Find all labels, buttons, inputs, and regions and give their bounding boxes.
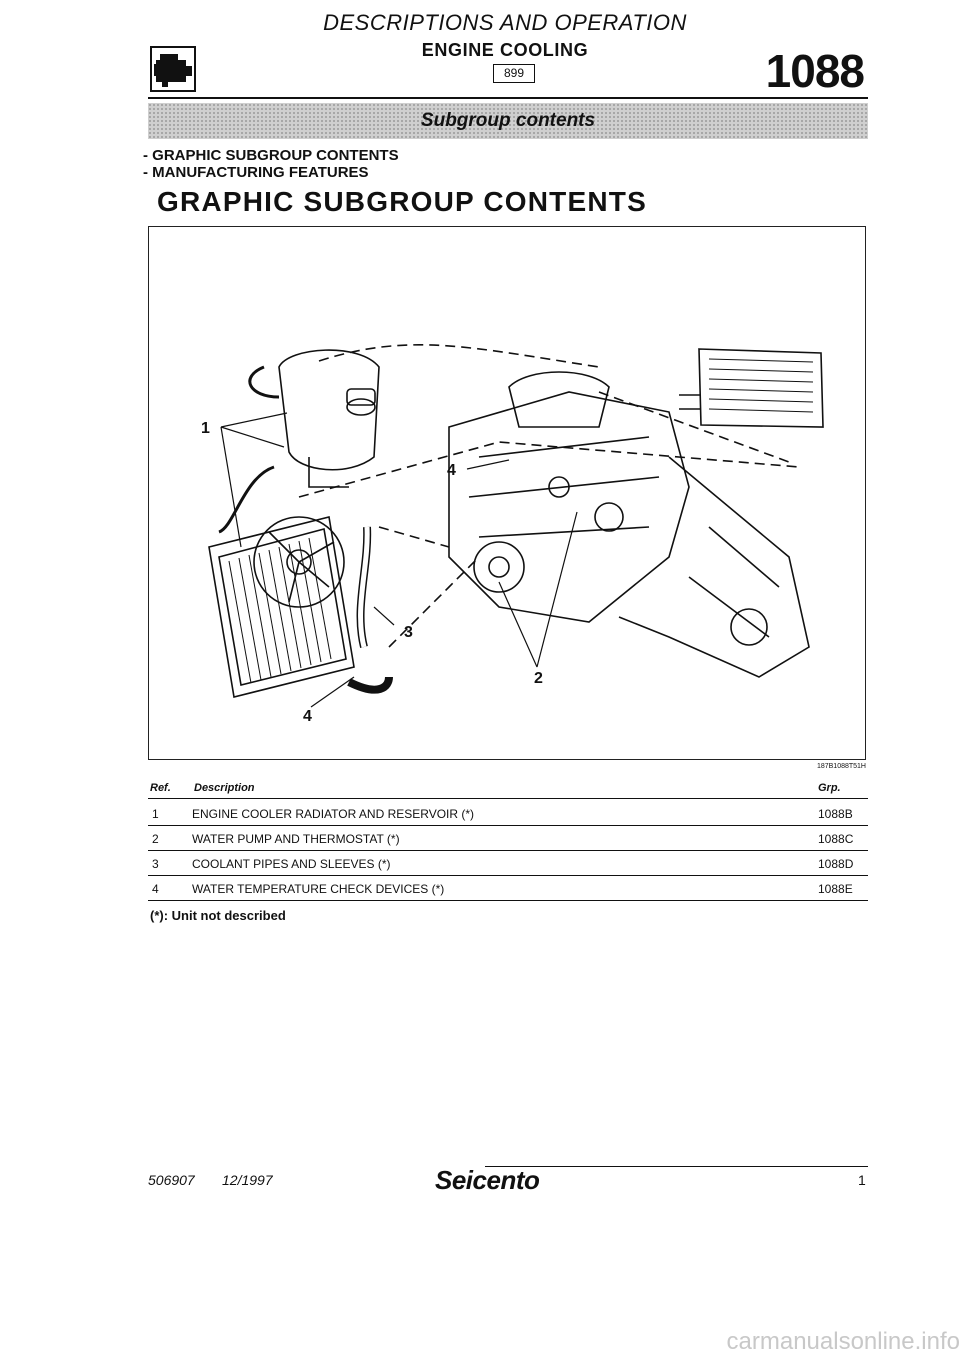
contents-item: - GRAPHIC SUBGROUP CONTENTS	[143, 147, 399, 164]
diagram-illustration: 1 4 3 2 4	[201, 344, 824, 725]
header-group: Grp.	[818, 782, 841, 794]
figure-code: 187B1088T51H	[816, 763, 866, 770]
row-description: WATER PUMP AND THERMOSTAT (*)	[192, 832, 400, 846]
row-description: ENGINE COOLER RADIATOR AND RESERVOIR (*)	[192, 807, 475, 821]
contents-list: - GRAPHIC SUBGROUP CONTENTS - MANUFACTUR…	[143, 147, 399, 181]
table-row: 3 COOLANT PIPES AND SLEEVES (*) 1088D	[148, 850, 868, 876]
header-description: Description	[194, 782, 255, 794]
callout-3: 3	[404, 624, 413, 641]
row-ref: 3	[152, 857, 159, 871]
header-supertitle: DESCRIPTIONS AND OPERATION	[323, 10, 687, 35]
header-rule	[148, 97, 868, 99]
table-row: 4 WATER TEMPERATURE CHECK DEVICES (*) 10…	[148, 875, 868, 901]
callout-4-lower: 4	[303, 708, 312, 725]
page-title: GRAPHIC SUBGROUP CONTENTS	[157, 186, 647, 217]
table-header-rule	[148, 798, 868, 799]
row-description: WATER TEMPERATURE CHECK DEVICES (*)	[192, 882, 445, 896]
table-row: 2 WATER PUMP AND THERMOSTAT (*) 1088C	[148, 825, 868, 851]
watermark: carmanualsonline.info	[726, 1328, 960, 1355]
contents-item: - MANUFACTURING FEATURES	[143, 164, 369, 181]
callout-4-upper: 4	[447, 462, 456, 479]
callout-2: 2	[534, 670, 543, 687]
footer-page-number: 1	[858, 1172, 866, 1188]
engine-cooling-diagram: 1 4 3 2 4	[148, 226, 866, 760]
row-description: COOLANT PIPES AND SLEEVES (*)	[192, 857, 391, 871]
footer-brand-logo: Seicento	[435, 1165, 540, 1195]
row-ref: 4	[152, 882, 159, 896]
callout-1: 1	[201, 420, 210, 437]
engine-section-icon	[150, 46, 196, 92]
row-group: 1088C	[818, 832, 854, 846]
footer-rule	[485, 1166, 868, 1167]
model-code-badge: 899	[493, 64, 535, 83]
table-row: 1 ENGINE COOLER RADIATOR AND RESERVOIR (…	[148, 800, 868, 826]
footer-doc-number: 506907	[148, 1172, 195, 1188]
header-section-title: ENGINE COOLING	[421, 40, 589, 60]
footer-date: 12/1997	[222, 1172, 273, 1188]
table-note: (*): Unit not described	[150, 908, 286, 923]
group-number: 1088	[765, 45, 865, 97]
row-ref: 1	[152, 807, 159, 821]
row-group: 1088E	[818, 882, 853, 896]
row-ref: 2	[152, 832, 159, 846]
row-group: 1088B	[818, 807, 853, 821]
subgroup-banner: Subgroup contents	[148, 103, 868, 139]
header-ref: Ref.	[150, 782, 171, 794]
row-group: 1088D	[818, 857, 854, 871]
banner-label: Subgroup contents	[420, 110, 596, 131]
